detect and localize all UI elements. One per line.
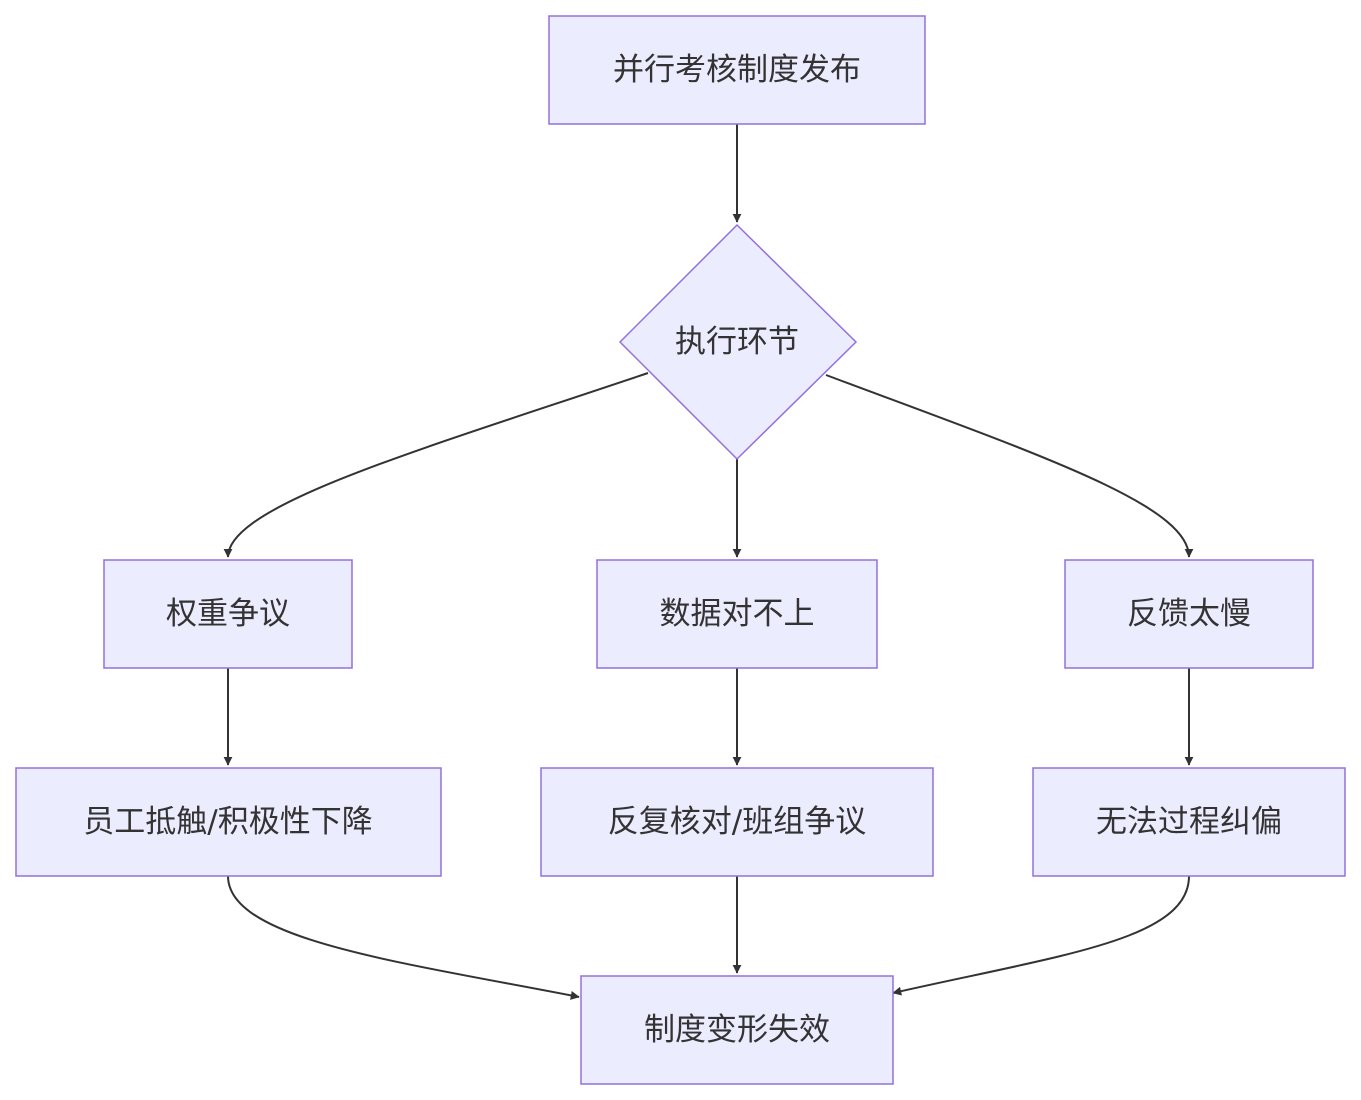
edges xyxy=(223,124,1194,1000)
node-employee-resistance: 员工抵触/积极性下降 xyxy=(15,767,442,877)
node-weight-dispute: 权重争议 xyxy=(103,559,353,669)
node-system-failure: 制度变形失效 xyxy=(580,975,894,1085)
edge-employee-resistance-to-system-failure xyxy=(227,875,580,1000)
node-repeated-check-label: 反复核对/班组争议 xyxy=(608,804,866,840)
node-data-mismatch: 数据对不上 xyxy=(596,559,878,669)
node-weight-dispute-label: 权重争议 xyxy=(166,596,290,632)
node-start-label: 并行考核制度发布 xyxy=(613,52,861,88)
node-system-failure-box xyxy=(580,975,894,1085)
node-weight-dispute-box xyxy=(103,559,353,669)
node-slow-feedback-box xyxy=(1064,559,1314,669)
node-employee-resistance-box xyxy=(15,767,442,877)
edge-execution-to-slow-feedback xyxy=(825,374,1194,558)
node-repeated-check-box xyxy=(540,767,934,877)
node-start-box xyxy=(548,15,926,125)
edge-no-correction-to-system-failure xyxy=(892,875,1190,996)
node-no-correction: 无法过程纠偏 xyxy=(1032,767,1346,877)
node-data-mismatch-box xyxy=(596,559,878,669)
node-data-mismatch-label: 数据对不上 xyxy=(660,596,815,632)
node-employee-resistance-label: 员工抵触/积极性下降 xyxy=(83,804,372,840)
node-slow-feedback-label: 反馈太慢 xyxy=(1127,596,1251,632)
node-execution: 执行环节 xyxy=(618,223,858,461)
node-execution-diamond xyxy=(618,223,858,461)
edge-execution-to-weight-dispute xyxy=(223,372,649,558)
node-system-failure-label: 制度变形失效 xyxy=(644,1012,830,1048)
node-start: 并行考核制度发布 xyxy=(548,15,926,125)
node-repeated-check: 反复核对/班组争议 xyxy=(540,767,934,877)
node-execution-label: 执行环节 xyxy=(675,324,799,360)
node-slow-feedback: 反馈太慢 xyxy=(1064,559,1314,669)
node-no-correction-label: 无法过程纠偏 xyxy=(1096,804,1282,840)
node-no-correction-box xyxy=(1032,767,1346,877)
